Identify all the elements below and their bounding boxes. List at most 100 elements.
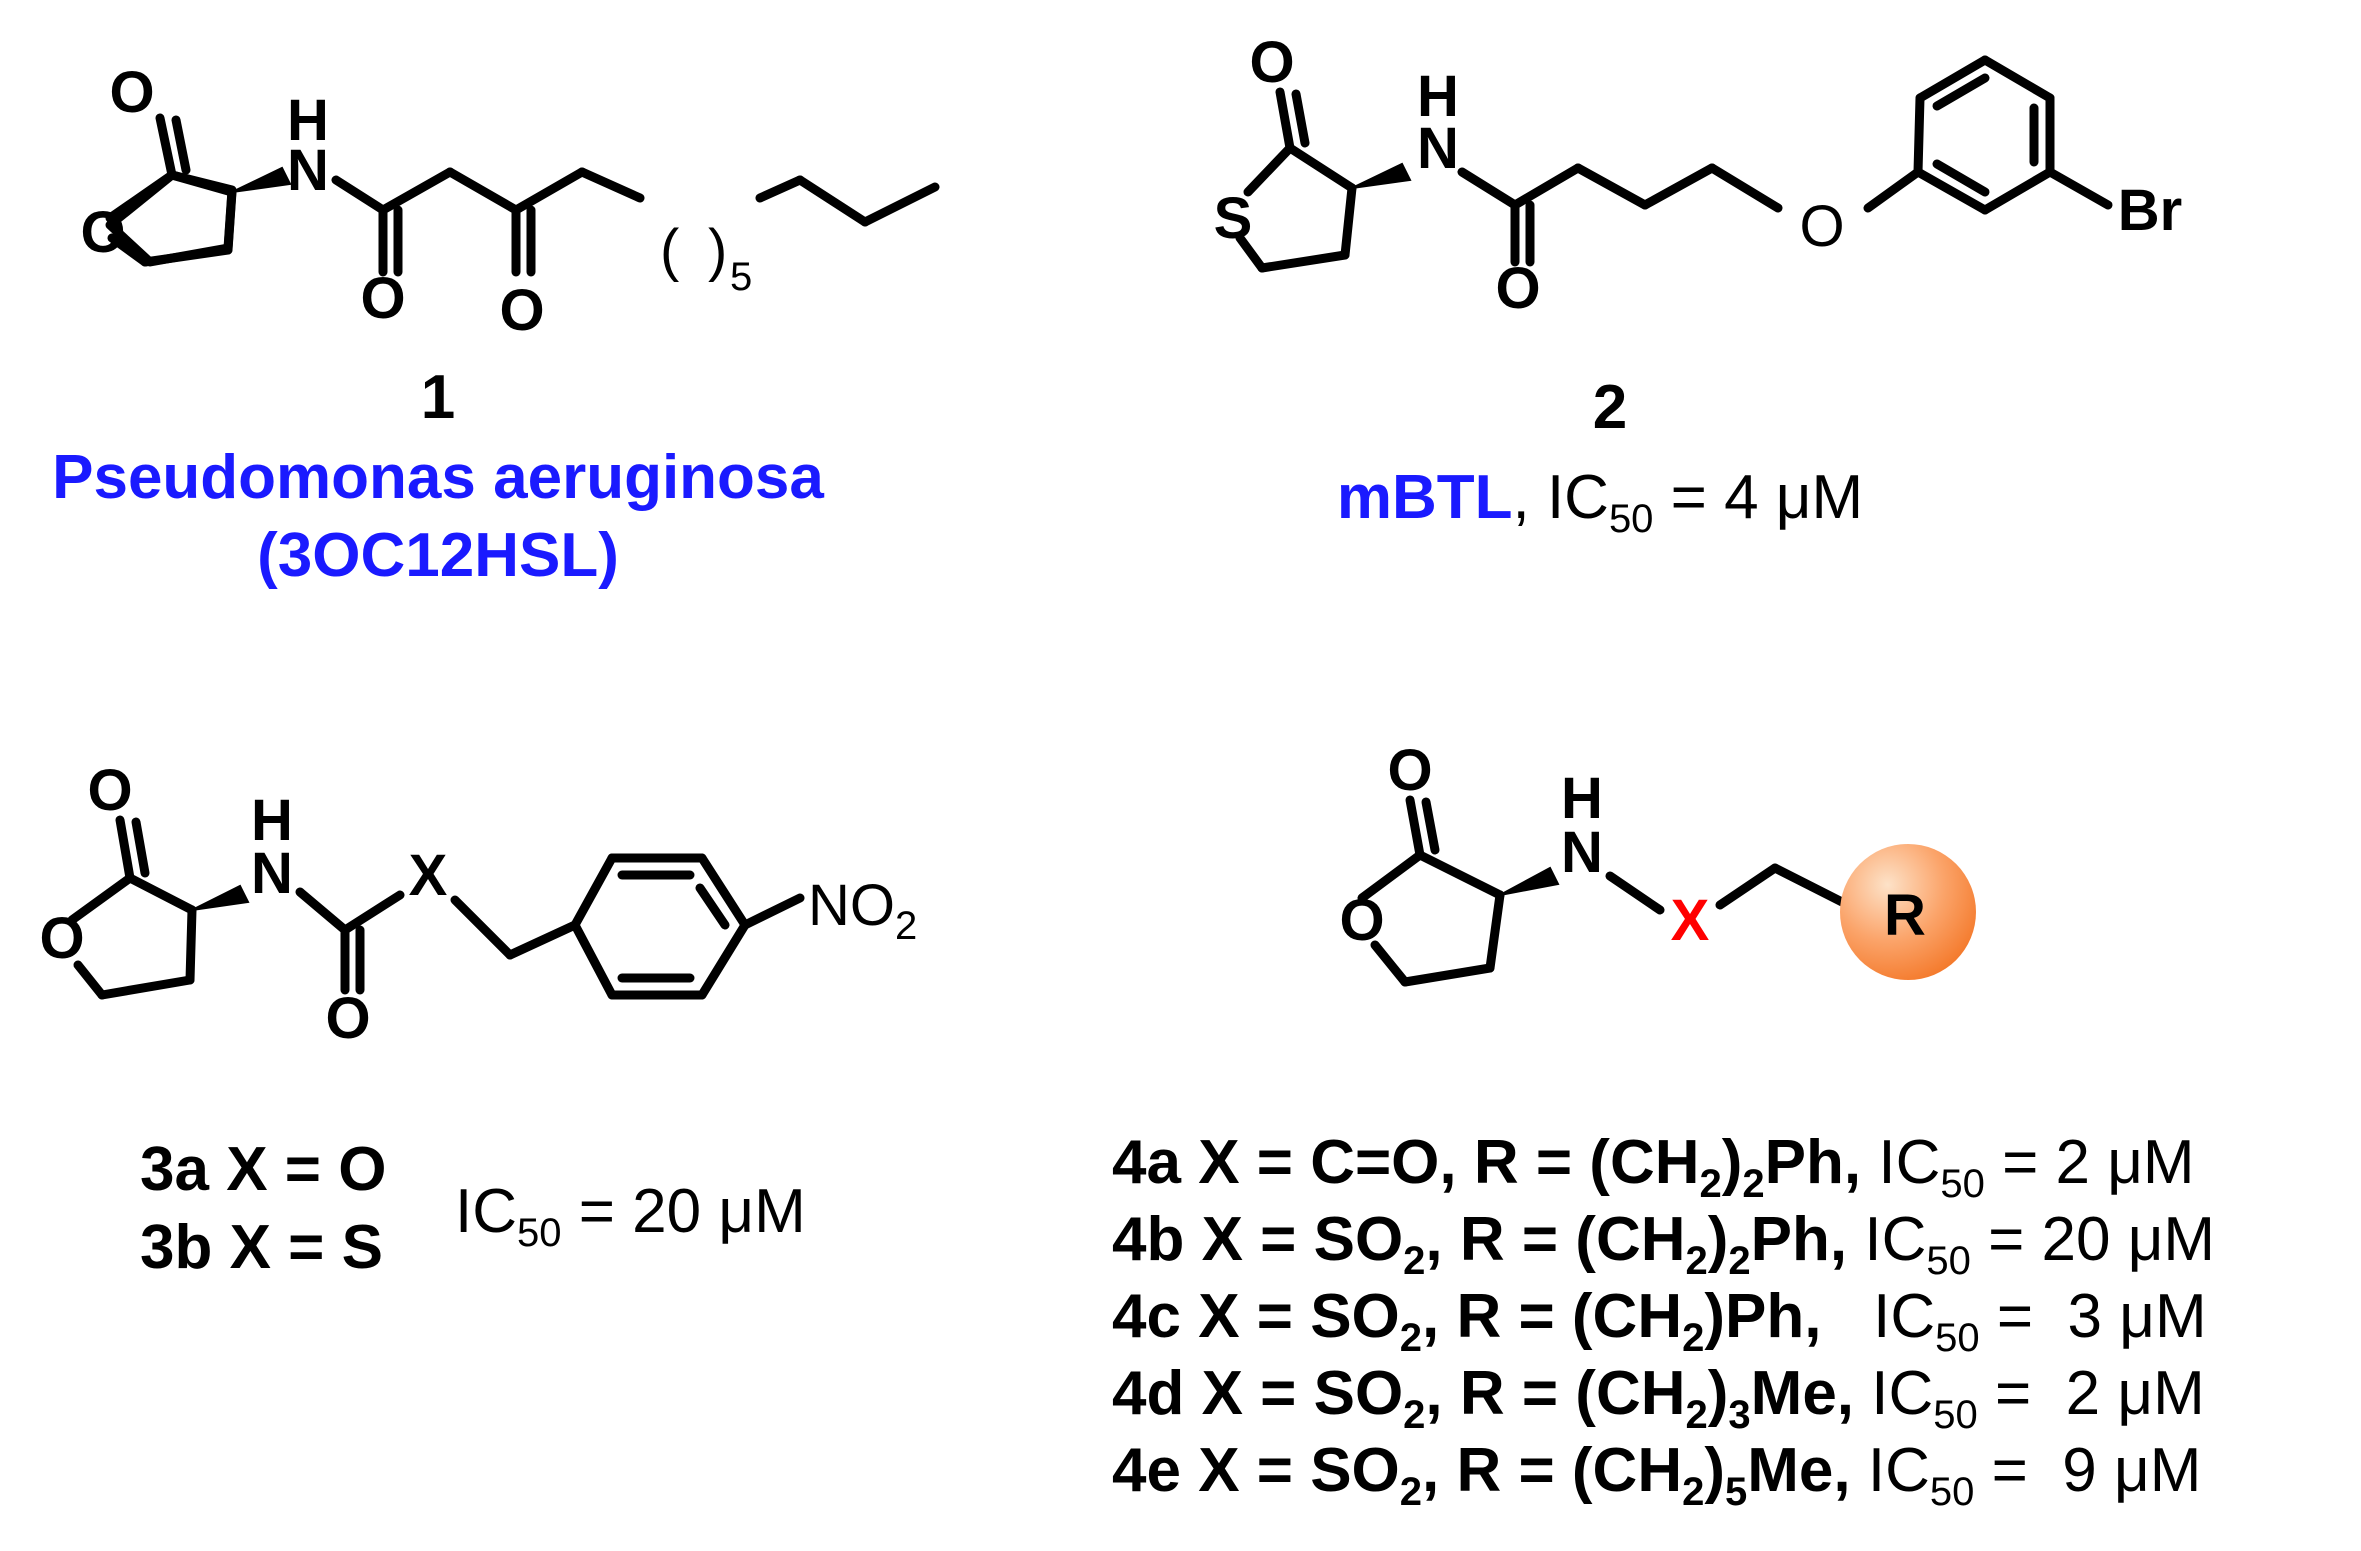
atom-o: O bbox=[1339, 888, 1384, 953]
atom-r: R bbox=[1884, 883, 1926, 948]
subscript: 2 bbox=[1686, 1239, 1708, 1283]
compound-1-abbrev: (3OC12HSL) bbox=[257, 521, 619, 590]
row-text: 4a X = C=O, R = (CH bbox=[1112, 1128, 1700, 1197]
spacer bbox=[1821, 1282, 1873, 1351]
spacer bbox=[1851, 1436, 1868, 1505]
spacer bbox=[1847, 1205, 1864, 1274]
row-text: 4c X = SO bbox=[1112, 1282, 1400, 1351]
compound-2-separator: , bbox=[1512, 463, 1546, 532]
ic-subscript: 50 bbox=[1926, 1239, 1971, 1283]
atom-s: S bbox=[1214, 186, 1253, 251]
ic-value: = 2 μM bbox=[1978, 1359, 2205, 1428]
compound-3-ic-value: = 20 μM bbox=[562, 1177, 806, 1246]
subscript: 2 bbox=[1682, 1470, 1704, 1514]
compound-3-structure: O H N O O X NO2 bbox=[39, 758, 917, 1051]
compound-2-ic-subscript: 50 bbox=[1609, 497, 1654, 541]
atom-o: O bbox=[109, 60, 154, 125]
subscript: 2 bbox=[1403, 1393, 1425, 1437]
atom-o: O bbox=[87, 758, 132, 823]
compound-4e-row: 4e X = SO2, R = (CH2)5Me, IC50 = 9 μM bbox=[1112, 1436, 2201, 1514]
compound-1-structure: O H N O O O ( ) 5 bbox=[80, 60, 940, 343]
row-text: , R = (CH bbox=[1422, 1282, 1682, 1351]
atom-n: N bbox=[251, 841, 293, 906]
compound-2-ic-value: = 4 μM bbox=[1653, 463, 1863, 532]
subscript: 2 bbox=[1400, 1470, 1422, 1514]
compound-3a-label: 3a X = O bbox=[140, 1135, 386, 1204]
nitro-group: NO2 bbox=[808, 873, 917, 948]
compound-4d-row: 4d X = SO2, R = (CH2)3Me, IC50 = 2 μM bbox=[1112, 1359, 2205, 1437]
compound-3-ic: IC50 = 20 μM bbox=[455, 1177, 806, 1255]
compound-2-number: 2 bbox=[1593, 373, 1627, 442]
ic-subscript: 50 bbox=[1933, 1393, 1978, 1437]
r-group-sphere bbox=[1840, 844, 1976, 980]
ic-label: IC bbox=[1868, 1436, 1930, 1505]
ic-subscript: 50 bbox=[1940, 1162, 1985, 1206]
row-text: )Ph, bbox=[1704, 1282, 1821, 1351]
ic-value: = 2 μM bbox=[1985, 1128, 2195, 1197]
row-text: , R = (CH bbox=[1422, 1436, 1682, 1505]
subscript: 2 bbox=[1400, 1316, 1422, 1360]
compound-2-name: mBTL bbox=[1337, 463, 1513, 532]
row-text: ) bbox=[1704, 1436, 1725, 1505]
ic-value: = 20 μM bbox=[1971, 1205, 2215, 1274]
atom-n: N bbox=[287, 138, 329, 203]
compound-2-structure: O H N S O O Br bbox=[1214, 30, 2183, 321]
compound-3b-label: 3b X = S bbox=[140, 1213, 383, 1282]
atom-h: H bbox=[1417, 64, 1459, 129]
compound-1-name: Pseudomonas aeruginosa bbox=[52, 443, 824, 512]
atom-br: Br bbox=[2118, 178, 2182, 243]
subscript: 2 bbox=[1742, 1162, 1764, 1206]
atom-o: O bbox=[1249, 30, 1294, 95]
paren-open: ( bbox=[660, 218, 679, 283]
ic-value: = 3 μM bbox=[1980, 1282, 2207, 1351]
atom-h: H bbox=[1561, 766, 1603, 831]
subscript: 2 bbox=[1682, 1316, 1704, 1360]
row-text: Me, bbox=[1747, 1436, 1850, 1505]
row-text: 4e X = SO bbox=[1112, 1436, 1400, 1505]
row-text: ) bbox=[1708, 1359, 1729, 1428]
nitro-main: NO bbox=[808, 873, 895, 938]
atom-n: N bbox=[1417, 116, 1459, 181]
compound-2-caption: mBTL, IC50 = 4 μM bbox=[1337, 463, 1863, 541]
paren-subscript: 5 bbox=[730, 255, 752, 299]
atom-h: H bbox=[251, 788, 293, 853]
compound-4b-row: 4b X = SO2, R = (CH2)2Ph, IC50 = 20 μM bbox=[1112, 1205, 2215, 1283]
compound-3-ic-subscript: 50 bbox=[517, 1211, 562, 1255]
compound-2-ic-label: IC bbox=[1547, 463, 1609, 532]
atom-o: O bbox=[360, 266, 405, 331]
row-text: ) bbox=[1708, 1205, 1729, 1274]
atom-o: O bbox=[325, 986, 370, 1051]
subscript: 2 bbox=[1728, 1239, 1750, 1283]
paren-close: ) bbox=[708, 218, 727, 283]
ic-subscript: 50 bbox=[1935, 1316, 1980, 1360]
atom-x: X bbox=[409, 843, 448, 908]
atom-o: O bbox=[499, 278, 544, 343]
compound-1-number: 1 bbox=[421, 363, 455, 432]
ic-label: IC bbox=[1871, 1359, 1933, 1428]
ic-value: = 9 μM bbox=[1974, 1436, 2201, 1505]
row-text: 4b X = SO bbox=[1112, 1205, 1403, 1274]
subscript: 2 bbox=[1700, 1162, 1722, 1206]
atom-o: O bbox=[1495, 256, 1540, 321]
row-text: ) bbox=[1722, 1128, 1743, 1197]
atom-h: H bbox=[287, 88, 329, 153]
ic-subscript: 50 bbox=[1930, 1470, 1975, 1514]
spacer bbox=[1861, 1128, 1878, 1197]
ic-label: IC bbox=[1864, 1205, 1926, 1274]
compound-4c-row: 4c X = SO2, R = (CH2)Ph, IC50 = 3 μM bbox=[1112, 1282, 2207, 1360]
atom-o: O bbox=[39, 906, 84, 971]
atom-o: O bbox=[1387, 738, 1432, 803]
atom-x-red: X bbox=[1671, 888, 1710, 953]
ic-label: IC bbox=[1878, 1128, 1940, 1197]
row-text: Ph, bbox=[1751, 1205, 1847, 1274]
row-text: 4d X = SO bbox=[1112, 1359, 1403, 1428]
spacer bbox=[1854, 1359, 1871, 1428]
ic-label: IC bbox=[1873, 1282, 1935, 1351]
atom-o: O bbox=[1799, 194, 1844, 259]
compound-4a-row: 4a X = C=O, R = (CH2)2Ph, IC50 = 2 μM bbox=[1112, 1128, 2195, 1206]
atom-n: N bbox=[1561, 820, 1603, 885]
nitro-subscript: 2 bbox=[895, 904, 917, 948]
subscript: 3 bbox=[1728, 1393, 1750, 1437]
